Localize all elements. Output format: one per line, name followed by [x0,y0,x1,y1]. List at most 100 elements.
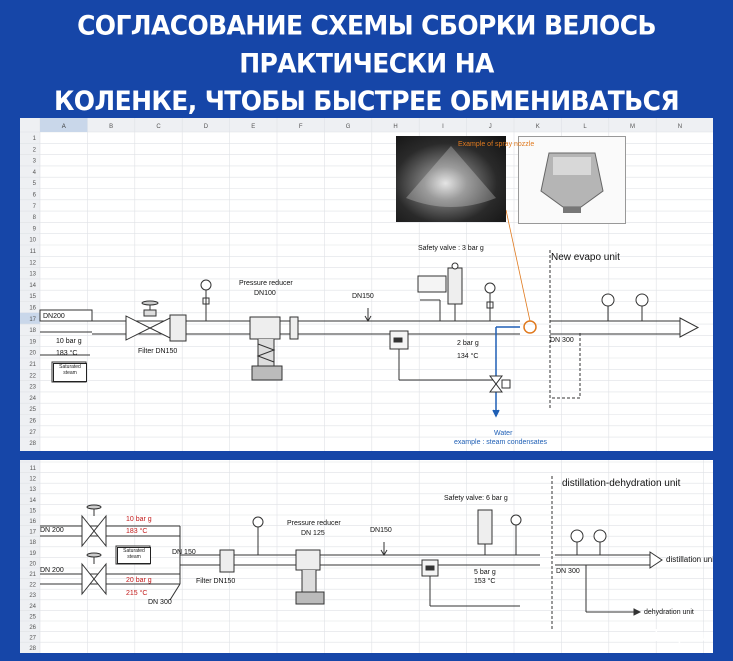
row-header: 9 [33,226,37,232]
distillation-schematic [40,476,663,630]
safety-valve-label-2: Safety valve: 6 bar g [444,495,508,502]
title-line-1: СОГЛАСОВАНИЕ СХЕМЫ СБОРКИ ВЕЛОСЬ ПРАКТИЧ… [77,9,656,79]
spray-nozzle-photo [396,136,506,222]
row-header: 15 [29,508,36,514]
row-header: 17 [29,530,36,536]
new-evapo-label: New evapo unit [551,252,620,263]
row-header: 28 [29,441,36,447]
row-header: 22 [29,373,36,379]
column-header: K [536,124,540,130]
filter-label: Filter DN150 [138,348,178,355]
spreadsheet-evapo[interactable]: ABCDEFGHIJKLMN12345678910111213141516171… [20,118,713,451]
saturated-steam-box: Saturated steam [53,363,87,382]
dn100-label: DN100 [254,290,276,297]
row-header: 6 [33,193,37,199]
filter-label-2: Filter DN150 [196,578,236,585]
row-header: 11 [30,249,37,255]
row-header: 14 [29,498,36,504]
row-header: 18 [29,328,36,334]
row-header: 11 [30,466,37,472]
column-header: F [299,124,303,130]
row-header: 20 [29,561,36,567]
pressure-reducer-label-2: Pressure reducer [287,520,341,527]
row-header: 13 [29,272,36,278]
column-header: J [489,124,492,130]
inlet-temp: 183 °C [56,350,78,357]
row-header: 14 [29,283,36,289]
nozzle-photo [518,136,626,224]
spray-nozzle-caption: Example of spray nozzle [458,141,535,148]
column-header-selected: A [62,124,66,130]
row-header: 15 [29,294,36,300]
row-header: 26 [29,419,36,425]
row-header: 16 [29,306,36,312]
column-header: M [630,124,635,130]
row-header: 13 [29,487,36,493]
dn150-left-label: DN 150 [172,549,196,556]
row-header: 21 [29,572,36,578]
dn125-label: DN 125 [301,530,325,537]
row-header: 4 [33,170,37,176]
inlet-pressure: 10 bar g [56,338,82,345]
row-header: 22 [29,583,36,589]
dn200-bottom-label: DN 200 [40,567,64,574]
dn200-label: DN200 [43,313,65,320]
row-header: 21 [29,362,36,368]
row-header: 10 [29,238,36,244]
dn300-left-label: DN 300 [148,599,172,606]
top-pressure: 10 bar g [126,516,152,523]
row-header: 7 [33,204,37,210]
dn150-pipe-label: DN150 [352,293,374,300]
dehydration-unit-label: dehydration unit [644,609,694,616]
saturated-steam-box-2: Saturated steam [117,547,151,564]
row-header: 25 [29,407,36,413]
row-header: 2 [33,147,37,153]
distillation-unit-label: distillation unit [666,555,713,564]
row-header: 19 [29,551,36,557]
dn300-label: DN 300 [550,337,574,344]
row-header: 27 [29,430,36,436]
row-header: 12 [29,260,36,266]
column-header: E [251,124,255,130]
column-header: C [156,124,161,130]
outlet-temp: 134 °C [457,353,479,360]
pressure-reducer-label: Pressure reducer [239,280,293,287]
row-header: 16 [29,519,36,525]
row-header: 3 [33,159,37,165]
row-header: 24 [29,396,36,402]
nozzle-marker [523,320,537,334]
row-header: 17 [29,317,36,323]
column-header: N [678,124,682,130]
column-header: L [583,124,587,130]
row-header: 28 [29,646,36,652]
water-label: Water [494,430,513,437]
dn150-pipe-label-2: DN150 [370,527,392,534]
row-header: 18 [29,540,36,546]
evapo-schematic [39,209,700,418]
top-temp: 183 °C [126,528,148,535]
column-header: D [204,124,209,130]
row-header: 24 [29,604,36,610]
row-header: 26 [29,625,36,631]
column-header: I [442,124,444,130]
row-header: 27 [29,636,36,642]
bottom-temp: 215 °C [126,590,148,597]
row-header: 19 [29,339,36,345]
column-header: H [393,124,397,130]
outlet-pressure: 2 bar g [457,340,479,347]
watermark: kvip.su [654,626,711,645]
row-header: 8 [33,215,37,221]
dist-dehyd-label: distillation-dehydration unit [562,478,681,489]
row-header: 23 [29,593,36,599]
safety-valve-label: Safety valve : 3 bar g [418,245,484,252]
column-header: G [346,124,351,130]
outlet-temp-2: 153 °C [474,578,496,585]
column-header: B [109,124,113,130]
outlet-pressure-2: 5 bar g [474,569,496,576]
row-header: 23 [29,385,36,391]
water-example-label: example : steam condensates [454,439,547,446]
row-header: 25 [29,614,36,620]
row-header: 20 [29,351,36,357]
row-header: 5 [33,181,37,187]
